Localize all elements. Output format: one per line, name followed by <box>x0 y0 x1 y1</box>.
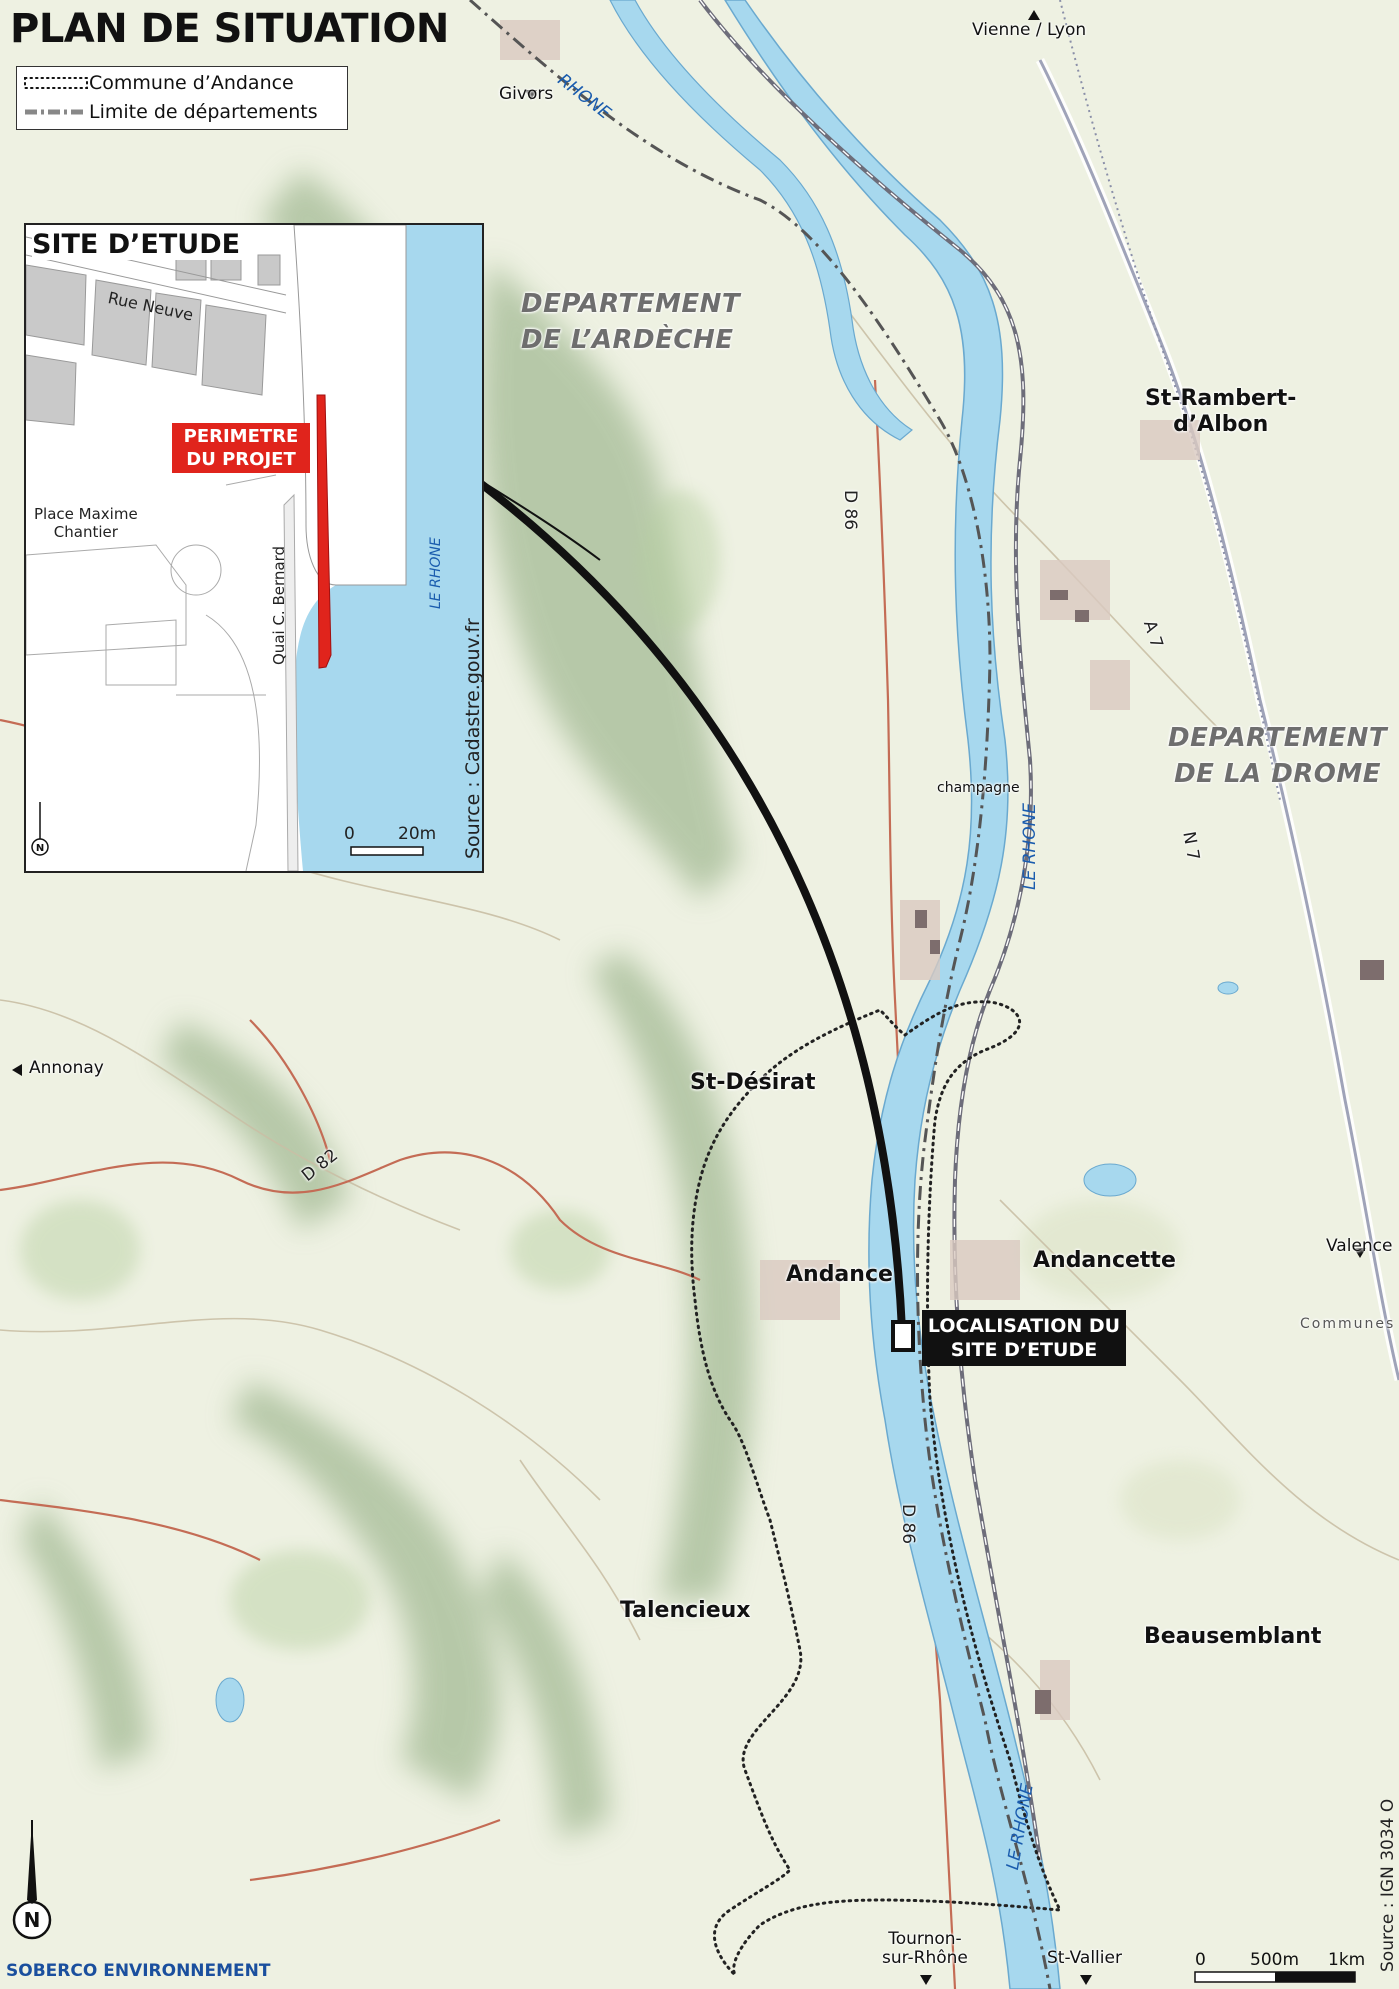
place-label: Place Maxime Chantier <box>34 505 138 541</box>
perimeter-label: PERIMETRE DU PROJET <box>172 423 310 473</box>
lakes <box>215 981 1239 1723</box>
place-beausemblant: Beausemblant <box>1144 1624 1322 1649</box>
road-d86-north-label: D 86 <box>840 490 860 531</box>
inset-scale-zero: 0 <box>344 824 355 844</box>
railway <box>698 0 1042 1861</box>
dotted-line-icon <box>24 77 88 89</box>
legend-label: Commune d’Andance <box>89 72 294 94</box>
urban-areas <box>500 20 1200 1720</box>
department-drome-label: DEPARTEMENT DE LA DROME <box>1168 723 1388 789</box>
place-champagne: champagne <box>937 780 1020 796</box>
industrial-buildings <box>915 590 1384 1714</box>
inset-title: SITE D’ETUDE <box>32 229 245 260</box>
forest-patches <box>20 490 1240 1650</box>
scale-zero: 0 <box>1195 1950 1206 1970</box>
scale-bar <box>1194 1971 1356 1983</box>
scale-1km: 1km <box>1328 1950 1366 1970</box>
place-st-rambert: St-Rambert- d’Albon <box>1145 386 1297 437</box>
inset-river-label: LE RHONE <box>428 537 444 609</box>
callout-arc <box>456 464 906 1334</box>
place-andancette: Andancette <box>1033 1248 1176 1273</box>
quai-label: Quai C. Bernard <box>270 546 288 665</box>
inset-scale-20m: 20m <box>398 824 437 844</box>
legend-box: Commune d’Andance Limite de départements <box>16 66 348 130</box>
map-source: Source : IGN 3034 O <box>1378 1798 1398 1972</box>
inset-source: Source : Cadastre.gouv.fr <box>462 618 484 859</box>
direction-st-vallier: St-Vallier <box>1047 1948 1122 1968</box>
direction-annonay: Annonay <box>29 1058 104 1078</box>
commune-boundary <box>690 1000 1063 1977</box>
legend-item-commune: Commune d’Andance <box>23 70 294 96</box>
legend-label: Limite de départements <box>89 101 318 123</box>
legend-item-department: Limite de départements <box>23 99 318 125</box>
map-title: PLAN DE SITUATION <box>10 6 449 52</box>
dash-dot-line-icon <box>25 109 87 115</box>
place-st-desirat: St-Désirat <box>690 1070 816 1095</box>
rhone-river <box>609 0 1061 1989</box>
department-ardeche-label: DEPARTEMENT DE L’ARDÈCHE <box>521 289 741 355</box>
place-talencieux: Talencieux <box>620 1598 751 1623</box>
road-d86-south-label: D 86 <box>898 1504 918 1545</box>
site-marker <box>891 1320 915 1352</box>
department-limit <box>469 0 1052 1989</box>
place-andance: Andance <box>786 1262 893 1287</box>
north-arrow-icon: N <box>12 1820 52 1940</box>
svg-text:N: N <box>36 843 44 854</box>
scale-500m: 500m <box>1250 1950 1300 1970</box>
svg-text:N: N <box>24 1908 41 1932</box>
river-rhone-main-label: LE RHONE <box>1020 802 1040 890</box>
inset-site-plan: N SITE D’ETUDE PERIMETRE DU PROJET Rue N… <box>24 223 484 873</box>
place-communes: Communes <box>1300 1316 1396 1332</box>
direction-givors: Givors <box>499 84 554 104</box>
footer-brand: SOBERCO ENVIRONNEMENT <box>6 1961 271 1981</box>
project-perimeter <box>316 394 332 669</box>
direction-arrows <box>12 10 1366 1985</box>
highways <box>1035 0 1399 1382</box>
direction-tournon: Tournon- sur-Rhône <box>882 1929 968 1968</box>
direction-vienne-lyon: Vienne / Lyon <box>972 20 1087 40</box>
direction-valence: Valence <box>1326 1236 1393 1256</box>
site-location-callout: LOCALISATION DU SITE D’ETUDE <box>922 1310 1126 1366</box>
